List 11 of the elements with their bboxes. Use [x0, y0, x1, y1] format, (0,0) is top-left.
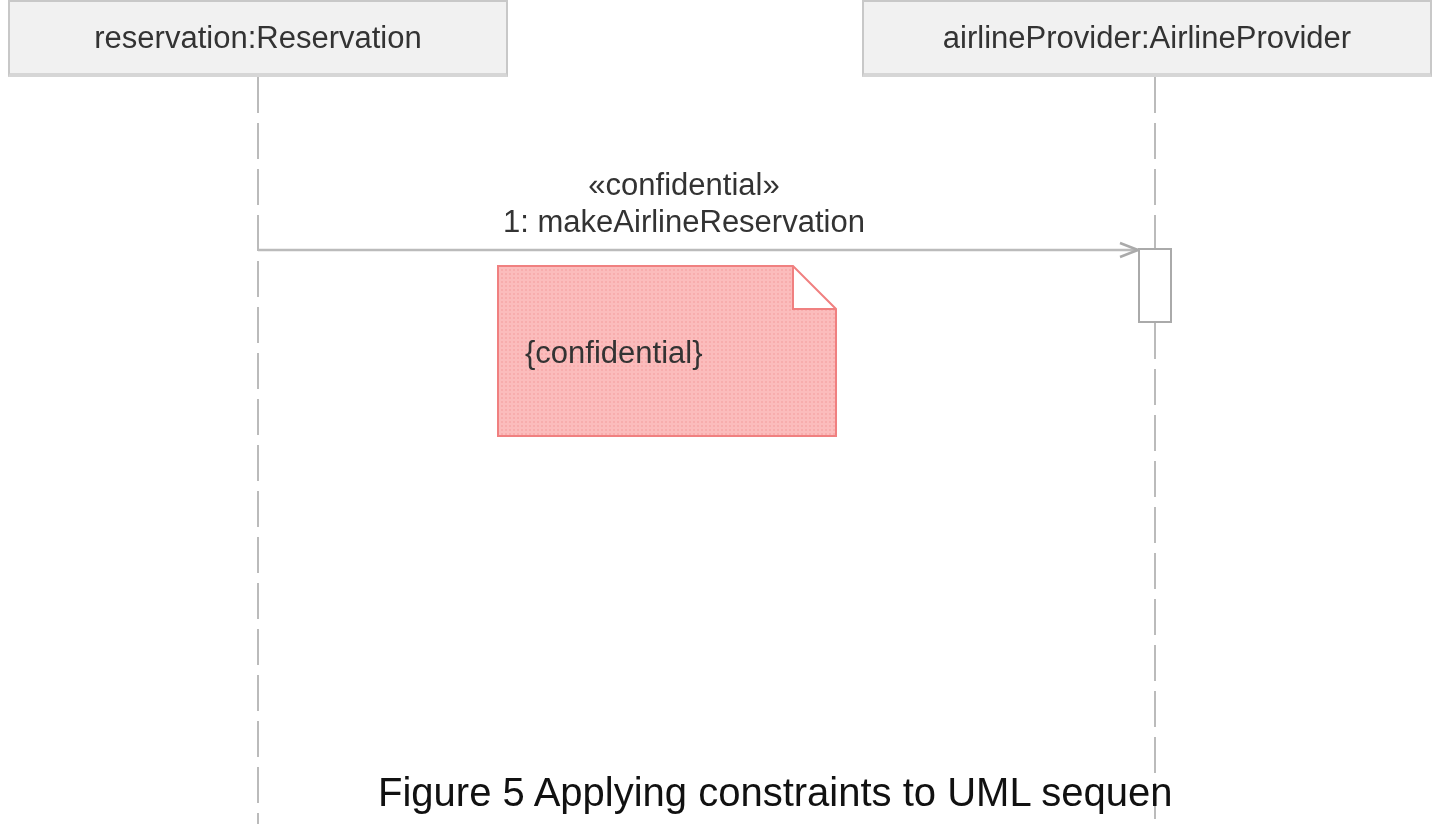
- lifeline-name: reservation:Reservation: [94, 19, 422, 56]
- figure-caption: Figure 5 Applying constraints to UML sequen: [378, 770, 1173, 815]
- lifeline-head-box: [862, 0, 1432, 77]
- note-text: {confidential}: [525, 335, 703, 371]
- activation-bar: [1138, 248, 1172, 323]
- note-box: [497, 265, 837, 437]
- message-arrow: [258, 241, 1140, 259]
- lifeline: [257, 76, 259, 824]
- lifeline-name: airlineProvider:AirlineProvider: [942, 19, 1352, 56]
- lifeline: [1154, 76, 1156, 249]
- lifeline-head-box: [8, 0, 508, 77]
